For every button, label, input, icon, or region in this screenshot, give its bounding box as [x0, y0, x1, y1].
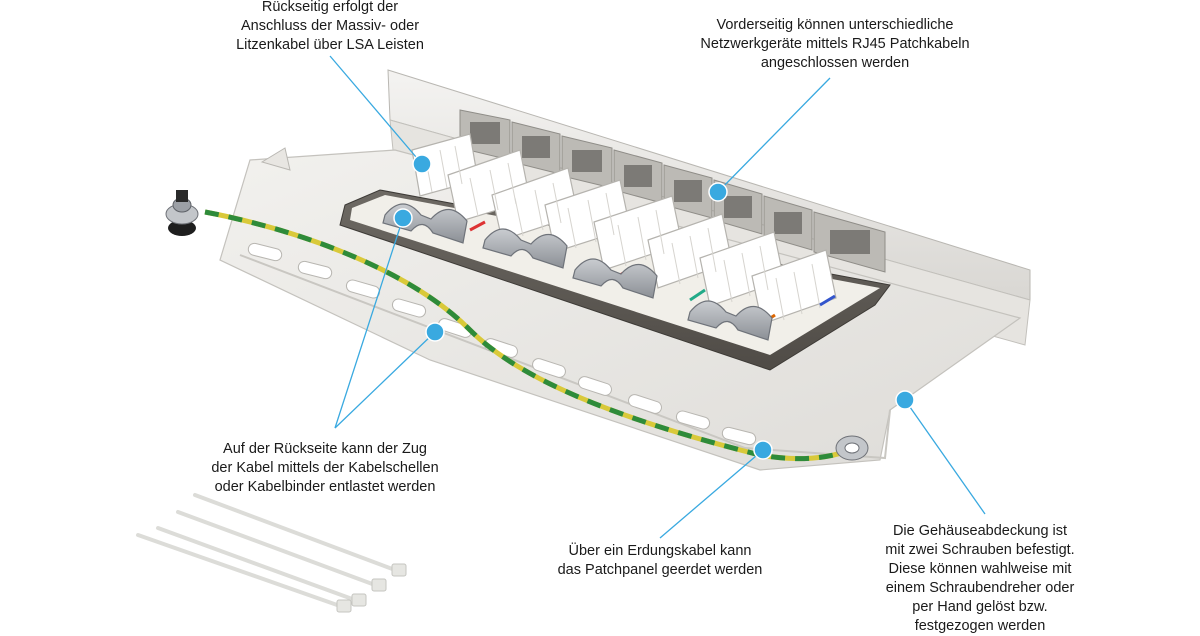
rj45-jack: [763, 195, 813, 251]
rj45-jack: [663, 164, 713, 219]
callout-line: per Hand gelöst bzw.: [912, 599, 1048, 615]
callout-dot-lsa: [412, 154, 432, 174]
binder-slots: [247, 242, 757, 446]
ring-terminal: [835, 435, 869, 461]
callout-dot-binder: [425, 322, 445, 342]
callout-line-strain-b: [334, 331, 436, 429]
callout-line: Vorderseitig können unterschiedliche: [716, 17, 954, 33]
rj45-jack: [813, 211, 886, 273]
callout-line-strain-a: [334, 217, 404, 429]
callout-dots: [393, 154, 915, 460]
callout-lines: [329, 55, 986, 539]
callout-line: mit zwei Schrauben befestigt.: [885, 542, 1075, 558]
cable-clamp: [687, 300, 773, 341]
callout-line-lsa: [329, 55, 423, 165]
callout-line: Die Gehäuseabdeckung ist: [892, 523, 1068, 539]
callout-line: Über ein Erdungskabel kann: [568, 543, 752, 559]
lsa-ribs: [424, 145, 821, 321]
mounting-tab: [260, 147, 291, 171]
callout-dot-cover: [895, 390, 915, 410]
cable-ties: [136, 493, 397, 608]
rj45-jack: [561, 135, 613, 189]
callout-line: Litzenkabel über LSA Leisten: [236, 37, 424, 53]
callout-line-earth: [659, 449, 764, 539]
callout-line: Rückseitig erfolgt der: [261, 0, 399, 15]
callout-line: das Patchpanel geerdet werden: [557, 562, 763, 578]
rj45-jack: [511, 121, 561, 175]
callout-strain-relief-text: Auf der Rückseite kann der Zug der Kabel…: [205, 440, 445, 497]
callout-dot-front: [708, 182, 728, 202]
callout-cover-text: Die Gehäuseabdeckung ist mit zwei Schrau…: [880, 522, 1080, 636]
callout-lsa-text: Rückseitig erfolgt der Anschluss der Mas…: [230, 0, 430, 55]
cable-tie-heads: [336, 563, 407, 613]
callout-line-cover: [904, 399, 986, 515]
callout-dot-clamp: [393, 208, 413, 228]
callout-line: oder Kabelbinder entlastet werden: [214, 479, 436, 495]
callout-front-text: Vorderseitig können unterschiedliche Net…: [665, 16, 1005, 73]
callout-line-front: [717, 77, 831, 193]
callout-line: einem Schraubendreher oder: [885, 580, 1075, 596]
rj45-jack: [613, 149, 663, 204]
callout-earth-text: Über ein Erdungskabel kann das Patchpane…: [555, 542, 765, 580]
callout-line: angeschlossen werden: [760, 55, 910, 71]
callout-line: Netzwerkgeräte mittels RJ45 Patchkabeln: [700, 36, 970, 52]
callout-line: Diese können wahlweise mit: [888, 561, 1072, 577]
callout-line: festgezogen werden: [914, 618, 1046, 634]
lsa-blocks: [411, 133, 837, 325]
callout-line: Auf der Rückseite kann der Zug: [223, 441, 427, 457]
earth-cable-stripe: [204, 209, 851, 462]
callout-dot-earth: [753, 440, 773, 460]
earth-screw: [165, 190, 199, 236]
callout-line: der Kabel mittels der Kabelschellen: [211, 460, 439, 476]
callout-line: Anschluss der Massiv- oder: [240, 18, 420, 34]
cable-clamp: [572, 258, 658, 299]
cable-clamp: [482, 228, 568, 269]
